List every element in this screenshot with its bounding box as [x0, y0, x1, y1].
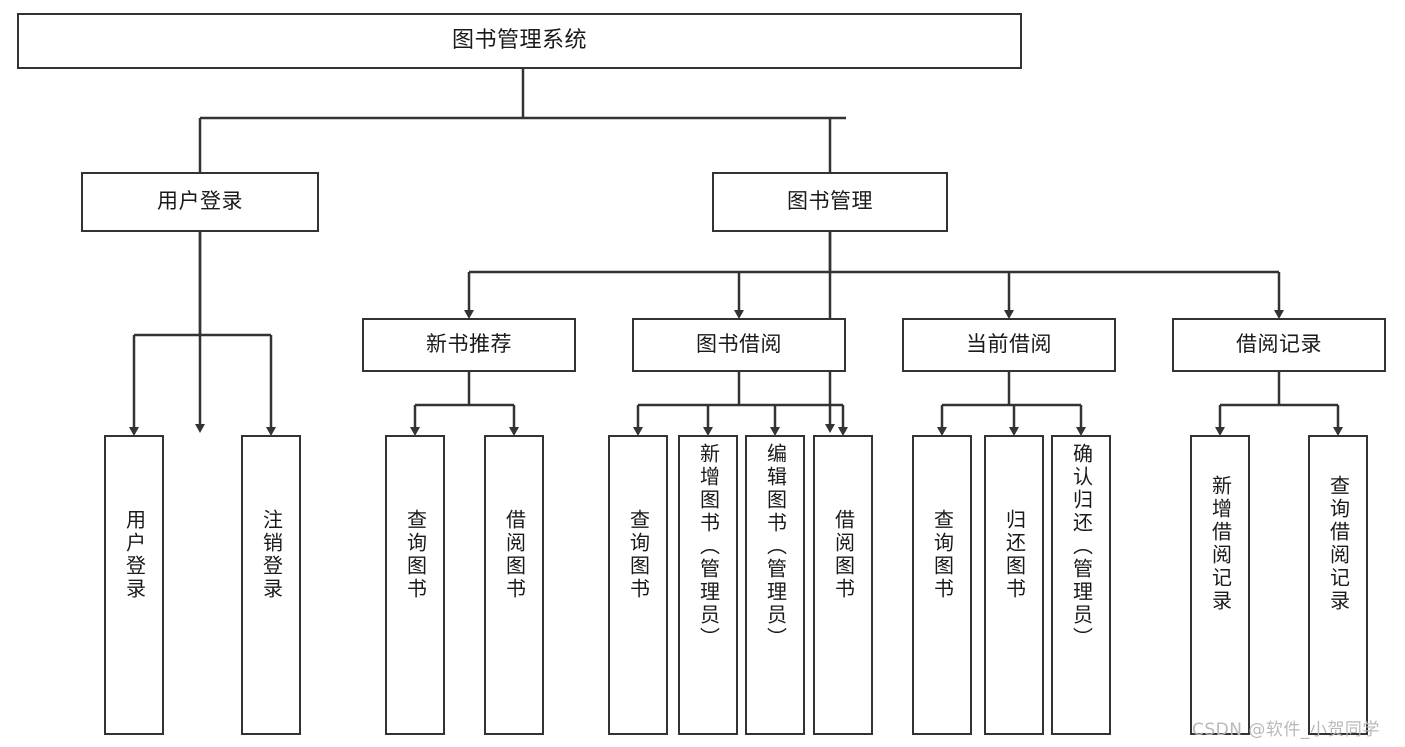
node-book-manage[interactable]: 图书管理	[712, 172, 948, 232]
leaf-query-book-3-label: 查询图书	[930, 509, 955, 601]
leaf-query-record-label: 查询借阅记录	[1326, 475, 1351, 613]
node-book-manage-label: 图书管理	[787, 189, 873, 214]
leaf-return-book[interactable]: 归还图书	[984, 435, 1044, 735]
leaf-add-book[interactable]: 新增图书（管理员）	[678, 435, 738, 735]
edge-currentborrow-to-leaves	[937, 372, 1086, 436]
leaf-query-book-2[interactable]: 查询图书	[608, 435, 668, 735]
node-new-book-rec[interactable]: 新书推荐	[362, 318, 576, 372]
leaf-add-record-label: 新增借阅记录	[1208, 475, 1233, 613]
node-current-borrow[interactable]: 当前借阅	[902, 318, 1116, 372]
node-user-login[interactable]: 用户登录	[81, 172, 319, 232]
leaf-borrow-book-2[interactable]: 借阅图书	[813, 435, 873, 735]
leaf-edit-book[interactable]: 编辑图书（管理员）	[745, 435, 805, 735]
leaf-query-record[interactable]: 查询借阅记录	[1308, 435, 1368, 735]
leaf-borrow-book-1[interactable]: 借阅图书	[484, 435, 544, 735]
csdn-watermark: CSDN @软件_小贺同学	[1192, 720, 1380, 740]
node-new-book-rec-label: 新书推荐	[426, 332, 512, 357]
edge-bookmanage-to-level3	[464, 232, 1284, 319]
node-user-login-label: 用户登录	[157, 189, 243, 214]
edge-newbookrec-to-leaves	[410, 372, 519, 436]
leaf-user-login[interactable]: 用户登录	[104, 435, 164, 735]
leaf-borrow-book-2-label: 借阅图书	[831, 509, 856, 601]
leaf-query-book-2-label: 查询图书	[626, 509, 651, 601]
leaf-user-logout-label: 注销登录	[259, 509, 284, 601]
leaf-query-book-1[interactable]: 查询图书	[385, 435, 445, 735]
node-borrow-record-label: 借阅记录	[1236, 332, 1322, 357]
node-root-label: 图书管理系统	[451, 27, 587, 53]
node-book-borrow-label: 图书借阅	[696, 332, 782, 357]
leaf-add-book-label: 新增图书（管理员）	[696, 443, 721, 650]
edge-bookborrow-to-leaves	[633, 372, 848, 436]
leaf-user-login-label: 用户登录	[122, 509, 147, 601]
leaf-confirm-return[interactable]: 确认归还（管理员）	[1051, 435, 1111, 735]
leaf-edit-book-label: 编辑图书（管理员）	[763, 443, 788, 650]
edge-userlogin-to-leaves	[129, 232, 276, 436]
leaf-borrow-book-1-label: 借阅图书	[502, 509, 527, 601]
node-borrow-record[interactable]: 借阅记录	[1172, 318, 1386, 372]
leaf-confirm-return-label: 确认归还（管理员）	[1069, 443, 1094, 650]
leaf-query-book-1-label: 查询图书	[403, 509, 428, 601]
leaf-user-logout[interactable]: 注销登录	[241, 435, 301, 735]
leaf-return-book-label: 归还图书	[1002, 509, 1027, 601]
leaf-query-book-3[interactable]: 查询图书	[912, 435, 972, 735]
edge-borrowrecord-to-leaves	[1215, 372, 1343, 436]
node-root[interactable]: 图书管理系统	[17, 13, 1022, 69]
node-current-borrow-label: 当前借阅	[966, 332, 1052, 357]
leaf-add-record[interactable]: 新增借阅记录	[1190, 435, 1250, 735]
node-book-borrow[interactable]: 图书借阅	[632, 318, 846, 372]
